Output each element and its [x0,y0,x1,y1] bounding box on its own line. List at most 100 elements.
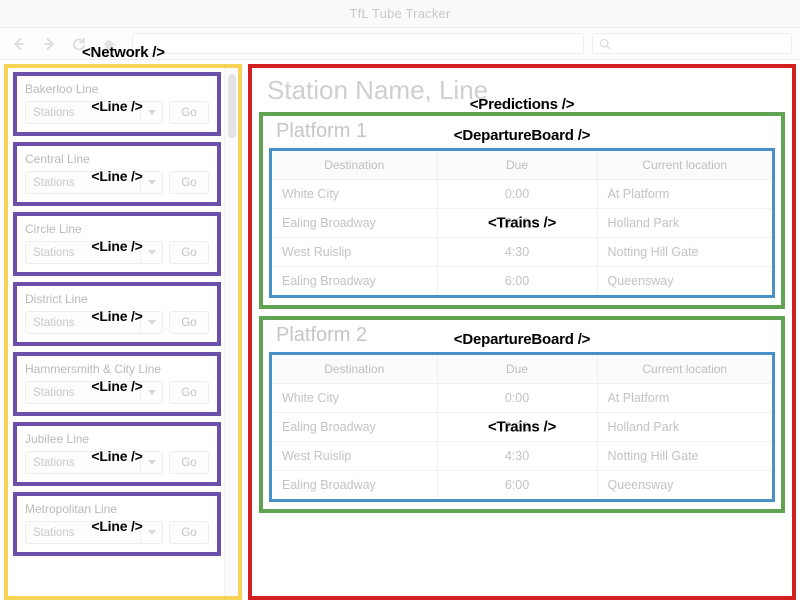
reload-icon[interactable] [68,33,90,55]
go-button[interactable]: Go [169,381,209,404]
cell-location: Holland Park [597,208,772,238]
page-title: Station Name, Line [267,75,489,105]
cell-destination: Ealing Broadway [272,412,438,442]
cell-location: Queensway [607,478,674,492]
line-controls: Stations Go [25,451,209,474]
station-select[interactable]: Stations [25,451,163,474]
chevron-down-icon[interactable] [140,382,162,403]
home-icon[interactable] [98,33,120,55]
go-button[interactable]: Go [169,521,209,544]
line-name: Jubilee Line [25,432,90,446]
cell-destination: Ealing Broadway [272,470,438,499]
cell-location: At Platform [597,383,772,413]
window-titlebar: TfL Tube Tracker [0,0,800,28]
line-name: Central Line [25,152,90,166]
line-controls: Stations Go [25,521,209,544]
cell-location: Notting Hill Gate [597,237,772,267]
predictions-panel: Station Name, Line <Predictions /> Platf… [248,64,796,600]
sidebar-scrollbar[interactable] [224,68,238,596]
window-title: TfL Tube Tracker [349,6,451,21]
station-select[interactable]: Stations [25,101,163,124]
station-select-label: Stations [33,386,75,399]
cell-due: 2:00 [437,208,598,238]
cell-location: Queensway [607,274,674,288]
station-select-label: Stations [33,106,75,119]
url-input[interactable] [132,33,584,54]
sidebar-scrollbar-thumb[interactable] [228,74,236,138]
arrow-left-icon[interactable] [8,33,30,55]
go-button[interactable]: Go [169,451,209,474]
station-select-label: Stations [33,246,75,259]
cell-due: 4:30 [437,441,598,471]
line-controls: Stations Go [25,381,209,404]
station-select-label: Stations [33,526,75,539]
browser-search-input[interactable] [592,33,792,54]
column-header: Destination [272,151,438,180]
column-header: Due [437,355,598,384]
line-controls: Stations Go [25,171,209,194]
cell-location: Notting Hill Gate [597,441,772,471]
chevron-down-icon[interactable] [140,102,162,123]
cell-destination: White City [272,179,438,209]
line-name: Bakerloo Line [25,82,99,96]
cell-due: 2:00 [437,412,598,442]
cell-due: 6:00 [437,470,598,499]
column-header: Current location [597,355,772,384]
go-button[interactable]: Go [169,101,209,124]
station-select[interactable]: Stations [25,311,163,334]
station-select[interactable]: Stations [25,521,163,544]
station-select[interactable]: Stations [25,241,163,264]
cell-destination: West Ruislip [272,237,438,267]
chevron-down-icon[interactable] [140,242,162,263]
go-button[interactable]: Go [169,311,209,334]
cell-due: 0:00 [437,383,598,413]
cell-due: 4:30 [437,237,598,267]
station-select-label: Stations [33,176,75,189]
station-select[interactable]: Stations [25,171,163,194]
browser-toolbar: <Network /> [0,28,800,61]
arrow-right-icon[interactable] [38,33,60,55]
column-header: Current location [597,151,772,180]
line-name: Circle Line [25,222,82,236]
station-select-label: Stations [33,316,75,329]
cell-destination: West Ruislip [272,441,438,471]
line-controls: Stations Go [25,311,209,334]
chevron-down-icon[interactable] [140,172,162,193]
chevron-down-icon[interactable] [140,522,162,543]
station-select-label: Stations [33,456,75,469]
cell-location: Holland Park [597,412,772,442]
station-select[interactable]: Stations [25,381,163,404]
go-button[interactable]: Go [169,241,209,264]
cell-destination: White City [272,383,438,413]
chevron-down-icon[interactable] [140,312,162,333]
cell-location: At Platform [597,179,772,209]
platform-title: Platform 1 [276,120,368,142]
line-name: District Line [25,292,88,306]
cell-destination: Ealing Broadway [272,208,438,238]
go-button[interactable]: Go [169,171,209,194]
chevron-down-icon[interactable] [140,452,162,473]
